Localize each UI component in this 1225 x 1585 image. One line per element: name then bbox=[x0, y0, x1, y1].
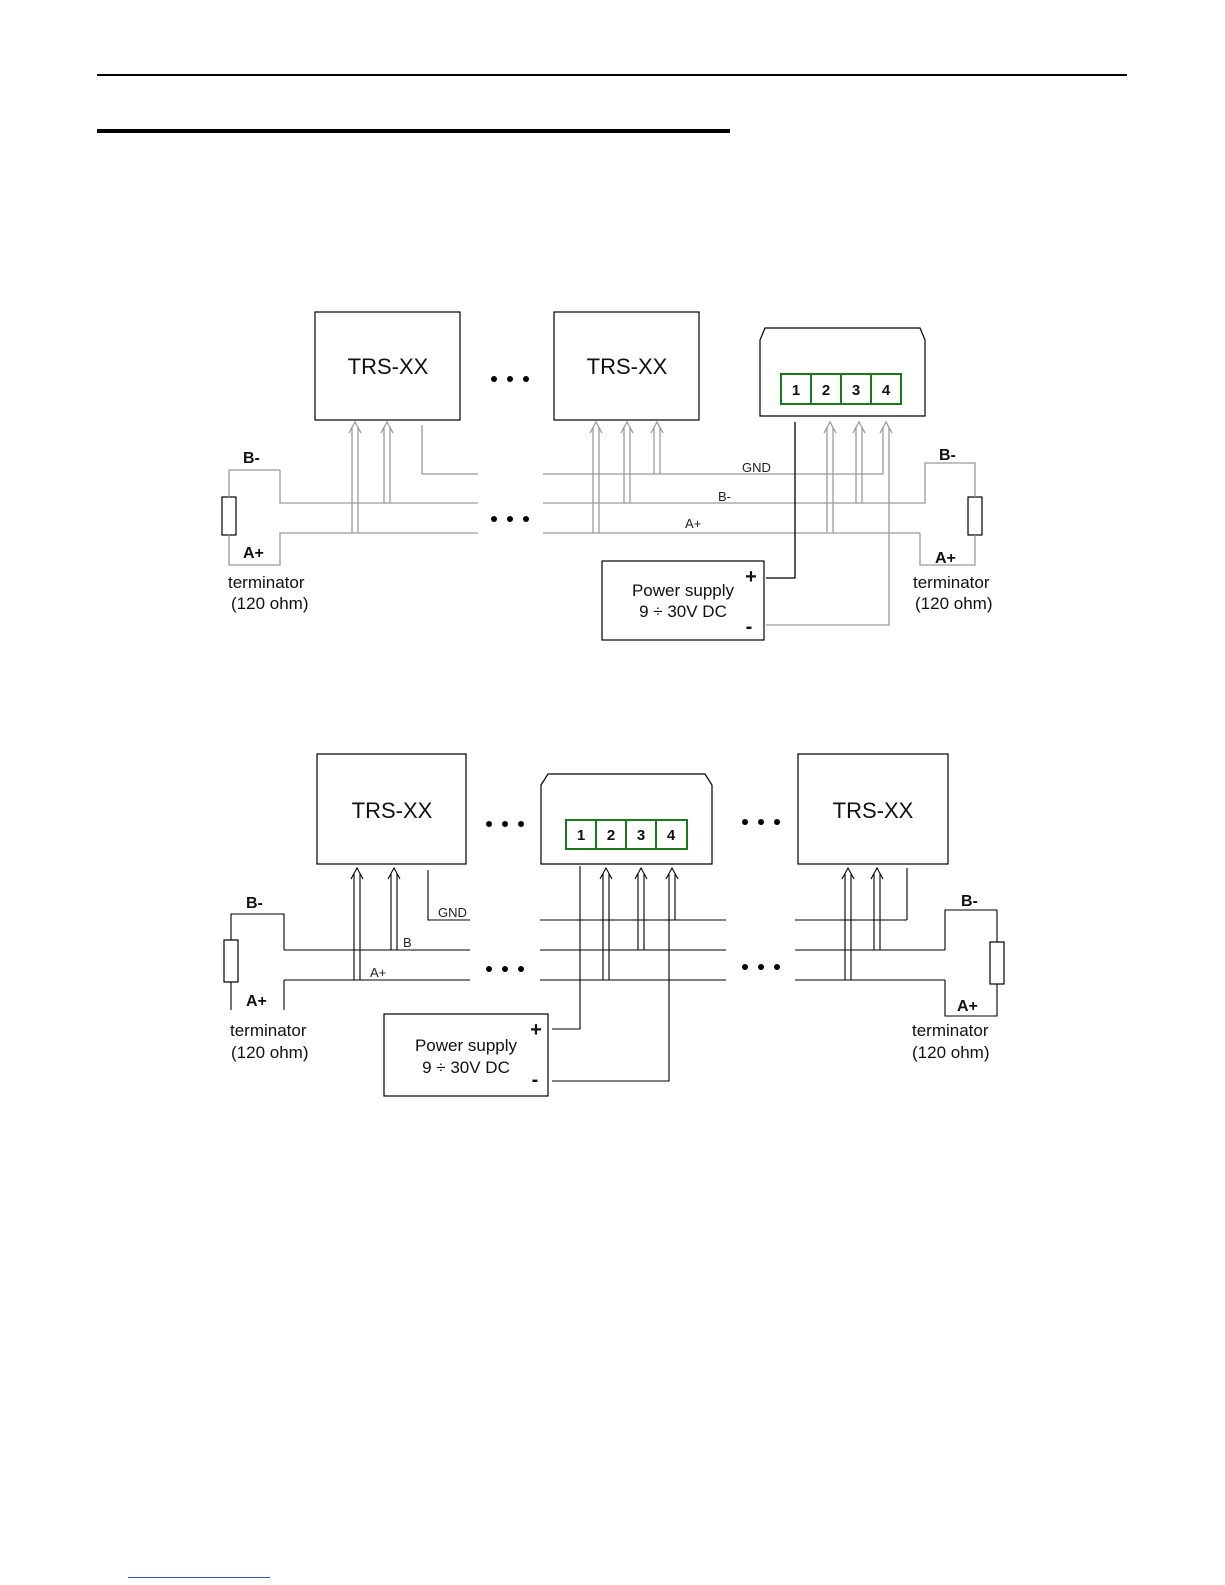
power-supply-title: Power supply bbox=[632, 581, 735, 600]
terminator-label: terminator bbox=[228, 573, 305, 592]
terminator-value: (120 ohm) bbox=[231, 594, 308, 613]
a-plus-label: A+ bbox=[246, 993, 267, 1010]
a-plus-label: A+ bbox=[957, 998, 978, 1015]
device-label: TRS-XX bbox=[833, 798, 914, 823]
wire-label-b: B- bbox=[718, 489, 731, 504]
terminal-pin: 3 bbox=[852, 382, 860, 399]
ellipsis-icon bbox=[486, 819, 780, 972]
terminator-label: terminator bbox=[230, 1021, 307, 1040]
terminal-pin: 1 bbox=[577, 827, 585, 844]
terminator-label: terminator bbox=[912, 1021, 989, 1040]
a-plus-label: A+ bbox=[935, 550, 956, 567]
power-supply-range: 9 ÷ 30V DC bbox=[639, 602, 727, 621]
wire-label-a: A+ bbox=[370, 965, 386, 980]
resistor-icon bbox=[968, 497, 982, 535]
b-minus-label: B- bbox=[939, 447, 956, 464]
b-minus-label: B- bbox=[246, 895, 263, 912]
minus-terminal: - bbox=[746, 616, 753, 638]
header-rule bbox=[97, 74, 1127, 76]
wire-label-a: A+ bbox=[685, 516, 701, 531]
device-label: TRS-XX bbox=[587, 354, 668, 379]
resistor-icon bbox=[224, 940, 238, 982]
device-label: TRS-XX bbox=[348, 354, 429, 379]
ellipsis-icon bbox=[491, 376, 529, 522]
wire-label-gnd: GND bbox=[438, 905, 467, 920]
terminator-value: (120 ohm) bbox=[231, 1043, 308, 1062]
device-label: TRS-XX bbox=[352, 798, 433, 823]
wire-label-gnd: GND bbox=[742, 460, 771, 475]
terminator-label: terminator bbox=[913, 573, 990, 592]
minus-terminal: - bbox=[532, 1069, 539, 1091]
b-minus-label: B- bbox=[961, 893, 978, 910]
wire-label-b: B bbox=[403, 935, 412, 950]
b-minus-label: B- bbox=[243, 450, 260, 467]
section-heading-rule bbox=[97, 129, 730, 133]
terminal-pin: 3 bbox=[637, 827, 645, 844]
terminator-value: (120 ohm) bbox=[912, 1043, 989, 1062]
a-plus-label: A+ bbox=[243, 545, 264, 562]
power-supply-title: Power supply bbox=[415, 1036, 518, 1055]
terminator-value: (120 ohm) bbox=[915, 594, 992, 613]
footer-link-underline[interactable] bbox=[128, 1577, 270, 1578]
terminal-pin: 1 bbox=[792, 382, 800, 399]
terminal-pin: 4 bbox=[882, 382, 891, 399]
wiring-diagram-1: TRS-XX TRS-XX 1 2 3 4 GND B- A+ B- A+ te… bbox=[0, 290, 1225, 660]
terminal-pin: 4 bbox=[667, 827, 676, 844]
terminal-pin: 2 bbox=[607, 827, 615, 844]
resistor-icon bbox=[222, 497, 236, 535]
terminal-pin: 2 bbox=[822, 382, 830, 399]
wiring-diagram-2: TRS-XX TRS-XX 1 2 3 4 GND B A+ B- A+ ter… bbox=[0, 740, 1225, 1120]
power-supply-box bbox=[384, 1014, 548, 1096]
resistor-icon bbox=[990, 942, 1004, 984]
plus-terminal: + bbox=[530, 1019, 542, 1041]
plus-terminal: + bbox=[745, 566, 757, 588]
power-supply-range: 9 ÷ 30V DC bbox=[422, 1058, 510, 1077]
power-supply-box bbox=[602, 561, 764, 640]
